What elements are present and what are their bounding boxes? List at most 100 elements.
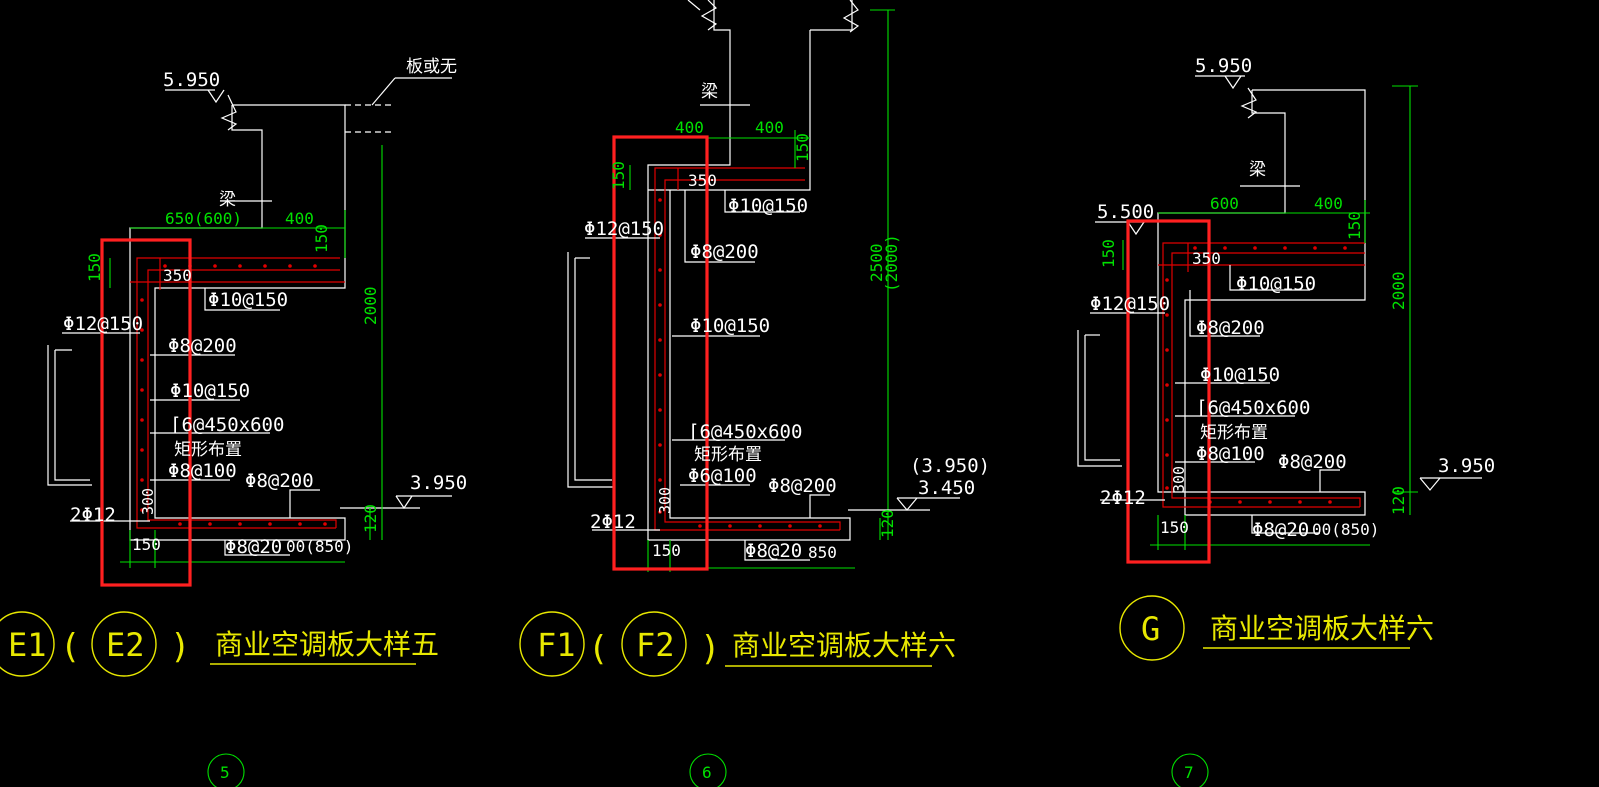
rebar-outer-vert-7: Φ12@150 [1090, 293, 1170, 315]
dim-120-5: 120 [361, 504, 380, 533]
rebar-tie-5: ⌈6@450x600 [170, 414, 284, 436]
title-paren-close-5: ) [170, 627, 190, 667]
detail-7: 5.950 梁 600 400 5.500 150 150 350 2000 1… [1077, 55, 1495, 787]
rebar-tie-note-6: 矩形布置 [694, 445, 762, 465]
elev-mark-top-7 [1224, 75, 1242, 90]
dim-350-7: 350 [1192, 249, 1221, 268]
title-circle-f2 [621, 611, 687, 677]
highlight-box-7 [1126, 219, 1211, 564]
title-5: 商业空调板大样五 [215, 628, 439, 661]
dim-left-thick-6: 150 [609, 161, 628, 190]
elev-mark-bottom-5 [395, 495, 413, 510]
rebar-bottom-upper-5: Φ8@200 [245, 470, 314, 492]
dim-left-thick-7: 150 [1099, 239, 1118, 268]
rebar-inner-7 [1171, 252, 1365, 507]
index-5: 5 [220, 763, 230, 782]
rebar-tie-7: ⌈6@450x600 [1196, 397, 1310, 419]
index-circle-6 [689, 753, 727, 787]
rebar-bottom-upper-7: Φ8@200 [1278, 451, 1347, 473]
elev-mark-bottom-7 [1419, 477, 1441, 491]
elev-mid-7: 5.500 [1097, 201, 1154, 223]
rebar-tie-note-5: 矩形布置 [174, 440, 242, 460]
rebar-dots-6 [658, 198, 822, 528]
rebar-mid-6: Φ10@150 [690, 315, 770, 337]
rebar-top-slab-5: Φ10@150 [208, 289, 288, 311]
dim-top-right-5: 400 [285, 209, 314, 228]
title-circle-e2 [91, 611, 157, 677]
window-symbol-7 [1084, 335, 1120, 461]
rebar-corner-bars-6: 2Φ12 [590, 511, 636, 533]
dim-300-5: 300 [139, 488, 157, 515]
dim-300-7: 300 [1170, 466, 1188, 493]
elev-mark-top-5 [207, 89, 225, 104]
title-circle-e2-label: E2 [106, 626, 145, 664]
dim-height-alt-6: (2000) [882, 234, 901, 292]
index-7: 7 [1184, 763, 1194, 782]
elev-top-5: 5.950 [163, 69, 220, 91]
title-paren-open-6: ( [588, 629, 608, 669]
rebar-tie-6: ⌈6@450x600 [688, 421, 802, 443]
beam-outline-6 [647, 0, 731, 180]
elev-paren-6: (3.950) [910, 455, 990, 477]
dim-bottom-right-6: 850 [808, 543, 837, 562]
dim-300-6: 300 [656, 487, 674, 514]
title-circle-f1-label: F1 [537, 626, 576, 664]
title-circle-g [1119, 595, 1185, 661]
highlight-box-6 [612, 135, 709, 571]
dim-bottom-right-5: 00(850) [286, 537, 353, 556]
title-circle-f1 [519, 611, 585, 677]
dim-top-right-6: 400 [755, 118, 784, 137]
rebar-outer-6 [654, 167, 840, 531]
dim-slab-thick-6: 150 [793, 133, 812, 162]
index-6: 6 [702, 763, 712, 782]
elev-bottom-5: 3.950 [410, 472, 467, 494]
title-circle-e1-label: E1 [8, 626, 47, 664]
rebar-outer-vert-6: Φ12@150 [584, 218, 664, 240]
dim-350-5: 350 [163, 266, 192, 285]
rebar-bottom-upper-6: Φ8@200 [768, 475, 837, 497]
rebar-outer-5 [136, 257, 340, 529]
rebar-corner-bars-5: 2Φ12 [70, 504, 116, 526]
rebar-bottom-lower-7: Φ8@20 [1252, 519, 1309, 541]
rebar-inner-6 [664, 179, 841, 530]
title-circle-e1 [0, 611, 55, 677]
index-circle-7 [1171, 753, 1209, 787]
title-circle-f2-label: F2 [636, 626, 675, 664]
index-circle-5 [207, 753, 245, 787]
title-6: 商业空调板大样六 [732, 629, 956, 662]
title-circle-g-label: G [1141, 610, 1160, 648]
dim-slab-thick-5: 150 [312, 224, 331, 253]
window-symbol-5 [54, 350, 90, 481]
rebar-mid-7: Φ10@150 [1200, 364, 1280, 386]
title-paren-close-6: ) [700, 629, 720, 669]
rebar-inner-vert-6: Φ8@200 [690, 241, 759, 263]
window-symbol-6 [574, 258, 612, 481]
dim-bottom-right-7: 00(850) [1312, 520, 1379, 539]
outline-6 [647, 180, 851, 541]
elev-bottom-6: 3.450 [918, 477, 975, 499]
beam-outline-5 [129, 105, 263, 258]
rebar-top-slab-6: Φ10@150 [728, 195, 808, 217]
rebar-outer-vert-5: Φ12@150 [63, 313, 143, 335]
rebar-outer-7 [1162, 242, 1365, 508]
dim-height-7: 2000 [1389, 271, 1408, 310]
note-leader-5 [371, 77, 396, 106]
rebar-dots-7 [1165, 246, 1347, 504]
dim-top-left-7: 600 [1210, 194, 1239, 213]
outline-5 [129, 104, 346, 541]
dim-350-6: 350 [688, 171, 717, 190]
detail-6: 梁 400 400 150 150 350 2500 (2000) 120 30… [519, 0, 990, 787]
dim-bottom-150-6: 150 [652, 541, 681, 560]
dim-120-6: 120 [878, 509, 897, 538]
title-paren-open-5: ( [60, 627, 80, 667]
detail-5: 5.950 板或无 梁 650(600) 400 150 150 350 200… [0, 57, 467, 787]
rebar-tie-note-7: 矩形布置 [1200, 423, 1268, 443]
beam-break-7 [1240, 87, 1258, 119]
rebar-corner-7: Φ8@100 [1196, 443, 1265, 465]
rebar-mid-5: Φ10@150 [170, 380, 250, 402]
rebar-inner-vert-5: Φ8@200 [168, 335, 237, 357]
rebar-inner-5 [147, 269, 340, 528]
beam-label-5: 梁 [215, 190, 236, 207]
dim-top-left-6: 400 [675, 118, 704, 137]
